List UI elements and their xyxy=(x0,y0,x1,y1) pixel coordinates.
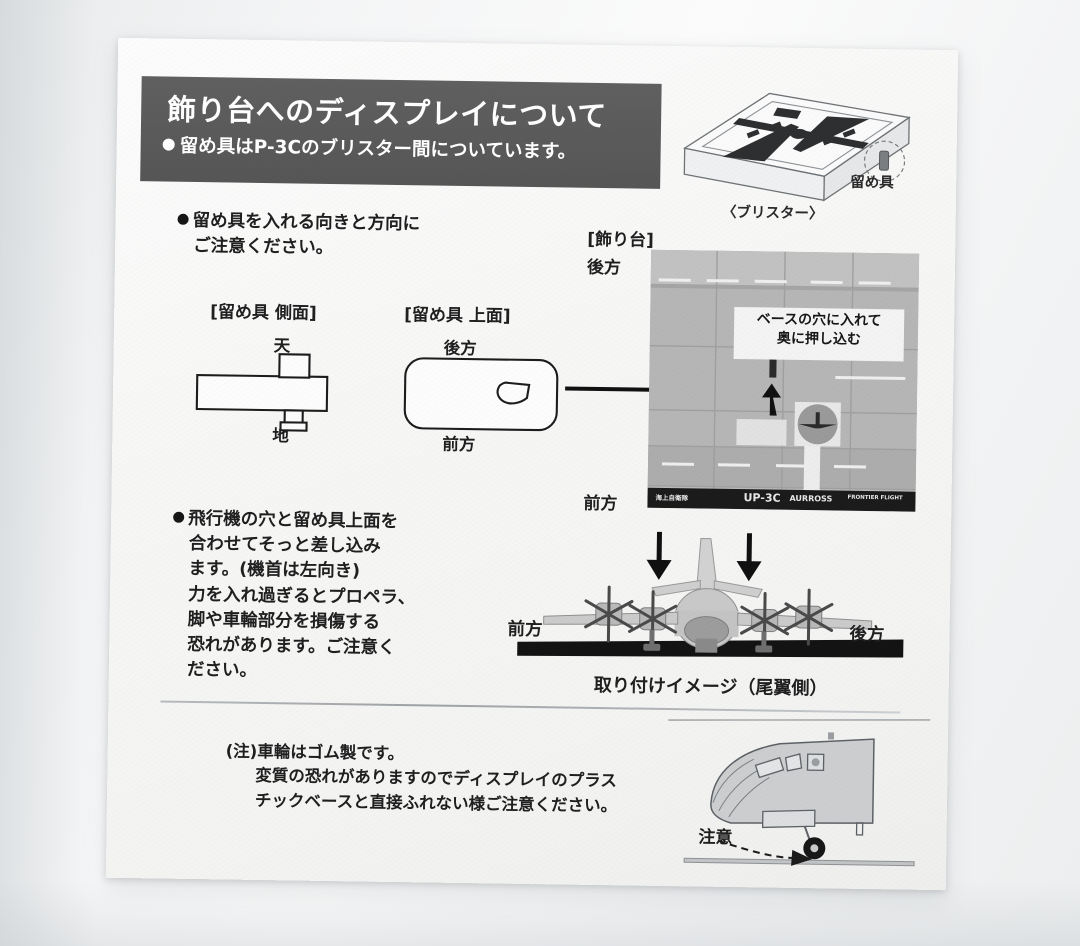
fastener-label: 留め具 xyxy=(850,174,894,192)
nameplate-model: UP-3C xyxy=(743,491,781,505)
display-base-photo: ベースの穴に入れて 奥に押し込む 海上自衛隊 UP-3C AURROSS FRO… xyxy=(647,249,920,512)
bullet-icon xyxy=(173,511,185,523)
sheet-page: 飾り台へのディスプレイについて 留め具はP-3Cのブリスター間についています。 xyxy=(106,38,958,890)
fastener-top-title: [留め具 上面] xyxy=(404,305,511,327)
down-arrow-icons xyxy=(646,531,762,582)
instruction-sheet: 飾り台へのディスプレイについて 留め具はP-3Cのブリスター間についています。 xyxy=(105,37,959,891)
display-base-title: [飾り台] xyxy=(587,229,655,251)
nameplate-left: 海上自衛隊 xyxy=(655,493,689,503)
aircraft-rear-view-photo xyxy=(499,524,921,680)
blister-illustration: 〈ブリスター〉 留め具 xyxy=(671,70,933,234)
note-insertion-text1: 飛行機の穴と留め具上面を xyxy=(187,508,399,533)
nameplate-right: FRONTIER FLIGHT xyxy=(847,494,903,502)
bullet-icon xyxy=(177,213,189,225)
note-orientation-line2: ご注意ください。 xyxy=(193,235,334,258)
nose-illustration xyxy=(666,706,938,880)
fastener-insert-piece xyxy=(769,359,777,378)
callout-line2: 奥に押し込む xyxy=(776,330,861,348)
page-title: 飾り台へのディスプレイについて xyxy=(166,92,608,134)
header-band: 飾り台へのディスプレイについて 留め具はP-3Cのブリスター間についています。 xyxy=(140,76,662,189)
header-subtitle-text: 留め具はP-3Cのブリスター間についています。 xyxy=(179,135,577,163)
note-insertion-line7: ださい。 xyxy=(186,660,258,682)
nose-drawing xyxy=(668,719,931,867)
antenna xyxy=(827,732,835,740)
label-rear-base: 後方 xyxy=(586,257,622,279)
fastener-highlight-circle xyxy=(863,140,906,182)
label-rear-aircraft: 後方 xyxy=(849,624,885,646)
label-front-aircraft: 前方 xyxy=(507,619,543,641)
header-subtitle: 留め具はP-3Cのブリスター間についています。 xyxy=(162,131,577,163)
label-front-base: 前方 xyxy=(583,493,618,515)
blister-drawing xyxy=(683,92,911,202)
bullet-icon xyxy=(162,138,175,151)
nameplate-name: AURROSS xyxy=(789,493,833,504)
blister-caption: 〈ブリスター〉 xyxy=(721,204,824,223)
note-rubber-wheels: (注)車輪はゴム製です。 変質の恐れがありますのでディスプレイのプラス チックベ… xyxy=(225,739,726,820)
cockpit-windows xyxy=(754,753,803,779)
base-tile-pattern xyxy=(647,249,920,512)
landing-gear xyxy=(643,629,773,653)
note-orientation-line1: 留め具を入れる向きと方向に xyxy=(192,210,421,235)
callout-line1: ベースの穴に入れて xyxy=(756,311,882,330)
base-nameplate: 海上自衛隊 UP-3C AURROSS FRONTIER FLIGHT xyxy=(647,487,916,512)
note-insertion: 飛行機の穴と留め具上面を 合わせてそっと差し込み ます。(機首は左向き) 力を入… xyxy=(171,507,504,688)
fastener-top-view xyxy=(400,348,581,443)
fastener-side-title: [留め具 側面] xyxy=(210,302,317,324)
propeller-blades xyxy=(584,585,834,649)
note-orientation: 留め具を入れる向きと方向に ご注意ください。 xyxy=(177,209,498,263)
callout-box: ベースの穴に入れて 奥に押し込む xyxy=(733,306,905,362)
aircraft-photo-caption: 取り付けイメージ（尾翼側） xyxy=(593,674,828,700)
aircraft-silhouette xyxy=(722,107,870,162)
fastener-side-view xyxy=(192,351,383,434)
warning-label: 注意 xyxy=(698,827,733,849)
aircraft-rear-drawing xyxy=(517,531,904,658)
